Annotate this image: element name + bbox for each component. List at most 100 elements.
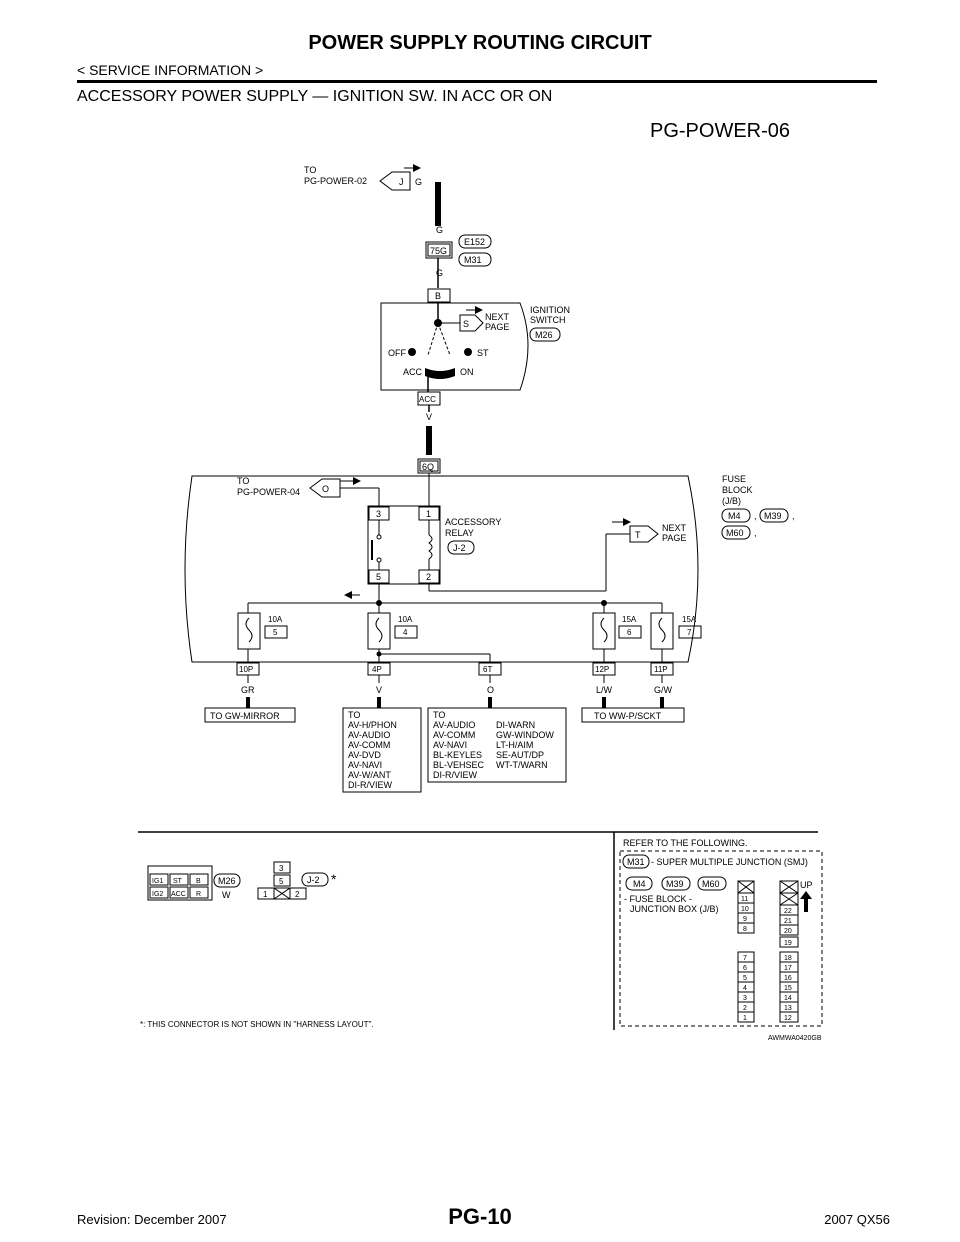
svg-text:6T: 6T [483,665,492,674]
svg-text:10: 10 [741,906,749,913]
fuse-4: 10A 4 4P V [367,603,490,708]
relay-label-1: ACCESSORY [445,517,501,527]
svg-text:15A: 15A [622,615,637,624]
svg-text:J-2: J-2 [307,875,320,885]
svg-text:5: 5 [273,628,278,637]
svg-text:L/W: L/W [596,685,613,695]
connector-75g: 75G E152 M31 [425,234,492,267]
svg-text:TO: TO [237,476,249,486]
svg-text:DI-WARN: DI-WARN [496,720,535,730]
svg-text:15: 15 [784,985,792,992]
svg-text:1: 1 [263,890,268,899]
svg-text:18: 18 [784,955,792,962]
fuse-7: 15A 7 11P G/W [650,603,702,708]
svg-text:7: 7 [687,628,692,637]
top-ref-to: TO [304,165,316,175]
svg-text:20: 20 [784,928,792,935]
ign-st: ST [477,348,489,358]
section-breadcrumb: < SERVICE INFORMATION > [77,62,264,78]
accessory-relay: 3 1 5 2 ACCESSORY RELAY J-2 [367,505,501,585]
svg-text:,: , [754,528,757,538]
svg-text:M60: M60 [702,879,720,889]
svg-text:2: 2 [426,572,431,582]
svg-text:ST: ST [173,878,183,885]
fuse-block: 6Q FUSE BLOCK (J/B) M4 , M39 , M60 , [184,458,795,663]
ign-label-1: IGNITION [530,305,570,315]
svg-text:T: T [635,530,641,540]
svg-text:12P: 12P [595,665,609,674]
svg-text:AV-W/ANT: AV-W/ANT [348,770,391,780]
diagram-code: PG-POWER-06 [650,120,790,142]
conn-m4: M4 [728,511,741,521]
svg-text:22: 22 [784,908,792,915]
pin-6q: 6Q [422,462,434,472]
ign-acc: ACC [403,367,423,377]
wire-g-bottom: G [436,268,443,278]
svg-text:TO: TO [348,710,360,720]
svg-text:NEXT: NEXT [485,312,510,322]
svg-text:BL-VEHSEC: BL-VEHSEC [433,760,485,770]
svg-text:*: * [331,871,337,887]
svg-text:3: 3 [376,509,381,519]
svg-text:W: W [222,890,231,900]
svg-text:10A: 10A [268,615,283,624]
svg-text:5: 5 [376,572,381,582]
svg-text:M4: M4 [633,879,646,889]
svg-text:AV-DVD: AV-DVD [348,750,381,760]
dest-gw-mirror: TO GW-MIRROR [204,707,296,723]
legend-m26-face: IG1 ST B IG2 ACC R M26 W [147,865,241,901]
conn-j2: J-2 [453,543,466,553]
fuse-5: 10A 5 10P GR [236,603,288,708]
svg-text:21: 21 [784,918,792,925]
svg-text:17: 17 [784,965,792,972]
revision-text: Revision: December 2007 [77,1212,227,1227]
svg-text:AV-COMM: AV-COMM [348,740,390,750]
top-reference: TO PG-POWER-02 J G [304,164,422,191]
ignition-switch: B S NEXT PAGE IGNITION SWITCH M26 OFF ST… [380,288,570,422]
svg-text:10P: 10P [239,665,253,674]
svg-text:6: 6 [627,628,632,637]
svg-text:NEXT: NEXT [662,523,687,533]
header-divider [77,80,877,83]
svg-text:JUNCTION BOX (J/B): JUNCTION BOX (J/B) [630,904,719,914]
image-code: AWMWA0420GB [768,1035,822,1042]
svg-text:19: 19 [784,940,792,947]
conn-e152: E152 [464,237,485,247]
wire-v-upper: V [426,412,432,422]
pin-6t: 6T O [478,654,502,708]
legend-j2-face: 3 5 1 2 J-2 * [257,861,337,900]
ign-off: OFF [388,348,406,358]
svg-text:,: , [792,511,795,521]
top-ref-page: PG-POWER-02 [304,176,367,186]
svg-text:TO GW-MIRROR: TO GW-MIRROR [210,711,280,721]
conn-m39: M39 [764,511,782,521]
ign-acc-terminal: ACC [419,395,436,404]
svg-text:11P: 11P [654,665,668,674]
svg-text:B: B [196,878,201,885]
svg-text:14: 14 [784,995,792,1002]
legend-note: *: THIS CONNECTOR IS NOT SHOWN IN "HARNE… [140,1020,374,1029]
svg-text:1: 1 [426,509,431,519]
svg-text:FUSE: FUSE [722,474,746,484]
model-text: 2007 QX56 [824,1212,890,1227]
svg-text:,: , [754,511,757,521]
svg-text:AV-AUDIO: AV-AUDIO [433,720,475,730]
svg-text:SE-AUT/DP: SE-AUT/DP [496,750,544,760]
svg-text:13: 13 [784,1005,792,1012]
svg-text:- SUPER MULTIPLE JUNCTION (SMJ: - SUPER MULTIPLE JUNCTION (SMJ) [651,857,808,867]
dest-ww-psckt: TO WW-P/SCKT [581,707,685,723]
svg-text:AV-H/PHON: AV-H/PHON [348,720,397,730]
svg-text:AV-AUDIO: AV-AUDIO [348,730,390,740]
svg-text:7: 7 [743,955,747,962]
svg-text:BLOCK: BLOCK [722,485,753,495]
svg-text:4: 4 [743,985,747,992]
svg-text:WT-T/WARN: WT-T/WARN [496,760,548,770]
svg-text:PAGE: PAGE [485,322,509,332]
svg-text:O: O [487,685,494,695]
svg-text:UP: UP [800,880,813,890]
svg-text:1: 1 [743,1015,747,1022]
relay-label-2: RELAY [445,528,474,538]
legend-refer: REFER TO THE FOLLOWING. M31 - SUPER MULT… [619,838,823,1027]
svg-text:- FUSE BLOCK -: - FUSE BLOCK - [624,894,692,904]
fuse-6: 15A 6 12P L/W [592,603,642,708]
